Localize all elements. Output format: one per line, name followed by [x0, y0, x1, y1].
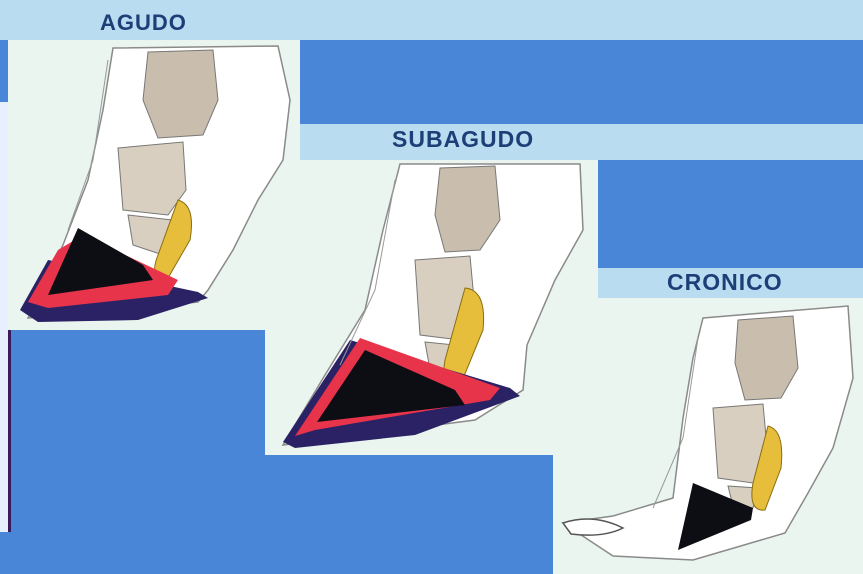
- hoof-diagram-agudo: [8, 40, 300, 330]
- stage-label-agudo: AGUDO: [100, 10, 187, 36]
- stage-label-cronico: CRONICO: [667, 269, 783, 296]
- stage-label-subagudo: SUBAGUDO: [392, 126, 534, 153]
- long-pastern-bone: [143, 50, 218, 138]
- middle-band: [300, 124, 863, 160]
- hoof-diagram-subagudo: [265, 160, 598, 455]
- hoof-diagram-cronico: [553, 298, 863, 574]
- short-pastern-bone: [118, 142, 186, 215]
